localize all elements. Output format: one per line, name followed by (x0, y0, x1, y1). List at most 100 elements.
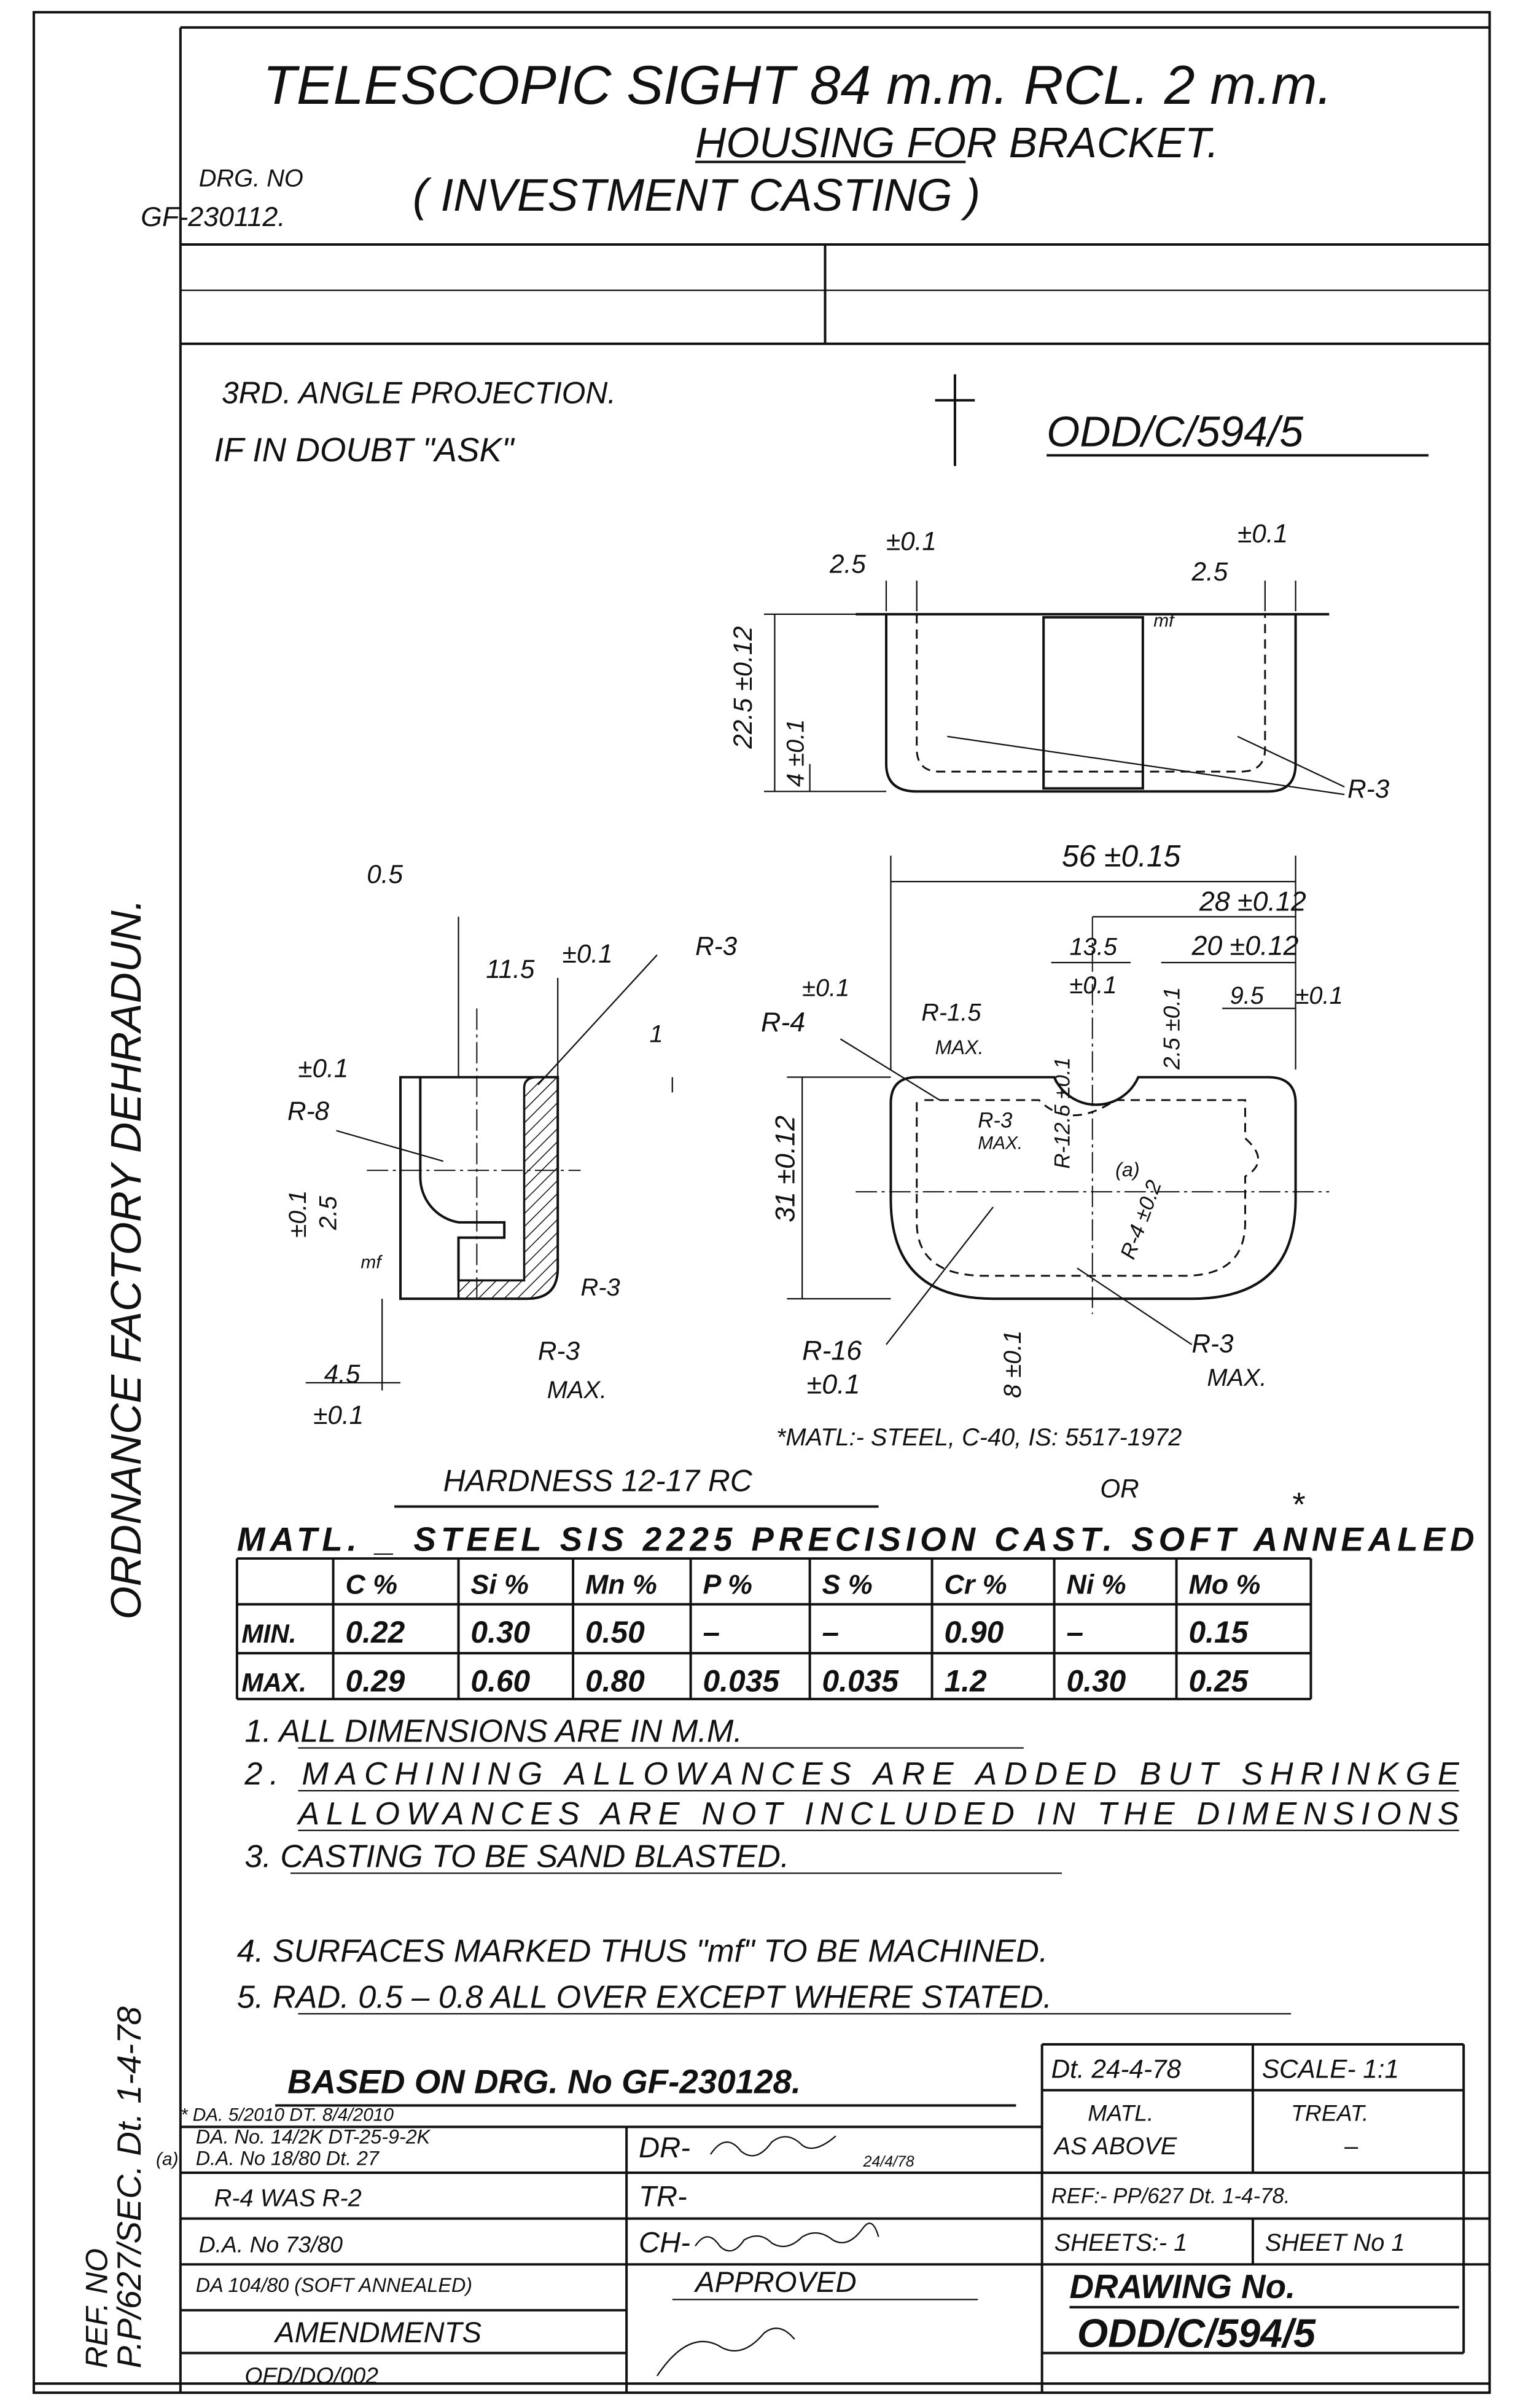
table-header-cell: Si % (470, 1569, 529, 1600)
table-cell: 0.15 (1188, 1615, 1249, 1649)
based-on: BASED ON DRG. No GF-230128. (287, 2063, 801, 2101)
dim-label: R-3 (581, 1274, 620, 1301)
treat-label: TREAT. (1291, 2100, 1368, 2125)
projection: 3RD. ANGLE PROJECTION. (222, 376, 616, 410)
dim-label: 28 ±0.12 (1199, 886, 1306, 917)
dim-label: ±0.1 (313, 1401, 364, 1429)
dim-label: ±0.1 (563, 939, 613, 968)
note-3: 3. CASTING TO BE SAND BLASTED. (244, 1839, 789, 1874)
front-view: 56 ±0.15 28 ±0.12 13.5 ±0.1 20 ±0.12 ±0.… (761, 838, 1343, 1399)
table-header-cell: C % (345, 1569, 397, 1600)
table-header-cell: Mn % (585, 1569, 657, 1600)
table-cell: 1.2 (945, 1663, 987, 1698)
dim-label: ±0.1 (807, 1369, 860, 1399)
dim-label: ±0.1 (1296, 982, 1343, 1009)
mf-mark: mf (1153, 611, 1175, 631)
ref-label: REF. NO (79, 2248, 114, 2368)
amendment-star: * DA. 5/2010 DT. 8/4/2010 (181, 2105, 394, 2125)
note-2: 2. MACHINING ALLOWANCES ARE ADDED BUT SH… (244, 1756, 1460, 1792)
factory-name: ORDNANCE FACTORY DEHRADUN. (102, 899, 150, 1619)
drawing-no: ODD/C/594/5 (1077, 2311, 1316, 2356)
table-cell: 0.90 (945, 1615, 1004, 1649)
hardness: HARDNESS 12-17 RC (443, 1464, 753, 1498)
dim-label: 0.5 (367, 860, 403, 889)
dim-label: R-3 (978, 1109, 1013, 1133)
amendment-2: D.A. No 18/80 Dt. 27 (196, 2148, 380, 2170)
date: Dt. 24-4-78 (1051, 2055, 1182, 2084)
dim-label: 2.5 (315, 1195, 342, 1230)
treat-value: – (1344, 2133, 1358, 2160)
dim-label: ±0.1 (1238, 519, 1288, 548)
part-name: HOUSING FOR BRACKET. (695, 119, 1218, 166)
drawing-title: TELESCOPIC SIGHT 84 m.m. RCL. 2 m.m. (263, 54, 1332, 115)
dim-label: R-3 (1347, 774, 1390, 803)
table-cell: 0.80 (585, 1663, 645, 1698)
dim-label: ±0.1 (284, 1190, 311, 1238)
process: ( INVESTMENT CASTING ) (413, 169, 980, 221)
table-cell: MIN. (241, 1619, 296, 1648)
dim-label: MAX. (978, 1133, 1023, 1153)
dim-label: (a) (1115, 1159, 1140, 1181)
table-cell: 0.035 (822, 1663, 900, 1698)
top-view: 2.5 ±0.1 ±0.1 2.5 mf 22.5 ±0.12 4 ±0.1 R… (728, 519, 1390, 803)
dim-label: 9.5 (1230, 982, 1265, 1009)
dim-label: R-3 (1191, 1329, 1234, 1358)
projection-notes: 3RD. ANGLE PROJECTION. IF IN DOUBT "ASK"… (214, 374, 1429, 469)
matl-label: MATL. (1088, 2100, 1153, 2125)
amendment-3: R-4 WAS R-2 (214, 2185, 362, 2212)
drawn-signature (710, 2135, 836, 2157)
dim-label: R-1.5 (921, 999, 981, 1026)
amendment-mark: (a) (156, 2149, 178, 2170)
doubt-note: IF IN DOUBT "ASK" (214, 431, 515, 469)
drawn-by-label: DR- (639, 2132, 690, 2164)
table-header-cell: S % (822, 1569, 873, 1600)
table-cell: – (703, 1615, 720, 1649)
table-cell: 0.22 (345, 1615, 405, 1649)
dim-label: 2.5 (829, 550, 866, 579)
table-cell: 0.035 (703, 1663, 781, 1698)
dim-label: 31 ±0.12 (770, 1116, 801, 1222)
dim-label: ±0.1 (298, 1054, 348, 1083)
table-cell: – (822, 1615, 840, 1649)
approved-label: APPROVED (693, 2266, 857, 2299)
material-section: *MATL:- STEEL, C-40, IS: 5517-1972 HARDN… (237, 1424, 1475, 1558)
table-cell: 0.30 (470, 1615, 530, 1649)
table-cell: 0.25 (1188, 1663, 1249, 1698)
traced-by-label: TR- (639, 2181, 687, 2213)
dim-label: 4 ±0.1 (782, 719, 809, 787)
approved-signature (656, 2328, 795, 2377)
dim-label: MAX. (547, 1377, 607, 1404)
checked-by-label: CH- (639, 2226, 690, 2259)
table-cell: 0.50 (585, 1615, 645, 1649)
sheets: SHEETS:- 1 (1054, 2229, 1188, 2256)
amendments-label: AMENDMENTS (273, 2316, 481, 2349)
note-5: 5. RAD. 0.5 – 0.8 ALL OVER EXCEPT WHERE … (237, 1979, 1052, 2015)
table-header-cell: Ni % (1066, 1569, 1126, 1600)
dim-label: ±0.1 (1069, 972, 1117, 999)
material-alternative: *MATL:- STEEL, C-40, IS: 5517-1972 (776, 1424, 1182, 1451)
amendment-4: D.A. No 73/80 (199, 2231, 343, 2257)
dim-label: ±0.1 (802, 975, 849, 1002)
office-code: OFD/DO/002 (244, 2363, 378, 2388)
checked-signature (695, 2222, 879, 2252)
side-view: 0.5 11.5 ±0.1 R-3 1 ±0.1 R-8 ±0.1 2.5 mf… (284, 860, 738, 1430)
dim-label: 20 ±0.12 (1191, 931, 1298, 961)
title-header: TELESCOPIC SIGHT 84 m.m. RCL. 2 m.m. HOU… (141, 54, 1332, 232)
dim-label: 13.5 (1069, 934, 1117, 961)
sheet-border (33, 10, 1491, 2394)
drawing-no-label: DRAWING No. (1069, 2267, 1295, 2305)
table-header-cell: Mo % (1188, 1569, 1260, 1600)
drg-label: DRG. NO (199, 165, 303, 192)
dim-label: R-3 (695, 932, 738, 961)
dim-label: 11.5 (486, 955, 535, 983)
matl-value: AS ABOVE (1053, 2133, 1177, 2160)
material-spec: MATL. _ STEEL SIS 2225 PRECISION CAST. S… (237, 1520, 1475, 1558)
dim-label: MAX. (935, 1036, 984, 1058)
ref-value: P.P/627/SEC. Dt. 1-4-78 (110, 2006, 148, 2369)
amendment-5: DA 104/80 (SOFT ANNEALED) (196, 2274, 472, 2296)
dim-label: 22.5 ±0.12 (728, 626, 757, 749)
note-4: 4. SURFACES MARKED THUS "mf" TO BE MACHI… (237, 1934, 1048, 1969)
general-notes: 1. ALL DIMENSIONS ARE IN M.M. 2. MACHINI… (237, 1714, 1460, 2015)
